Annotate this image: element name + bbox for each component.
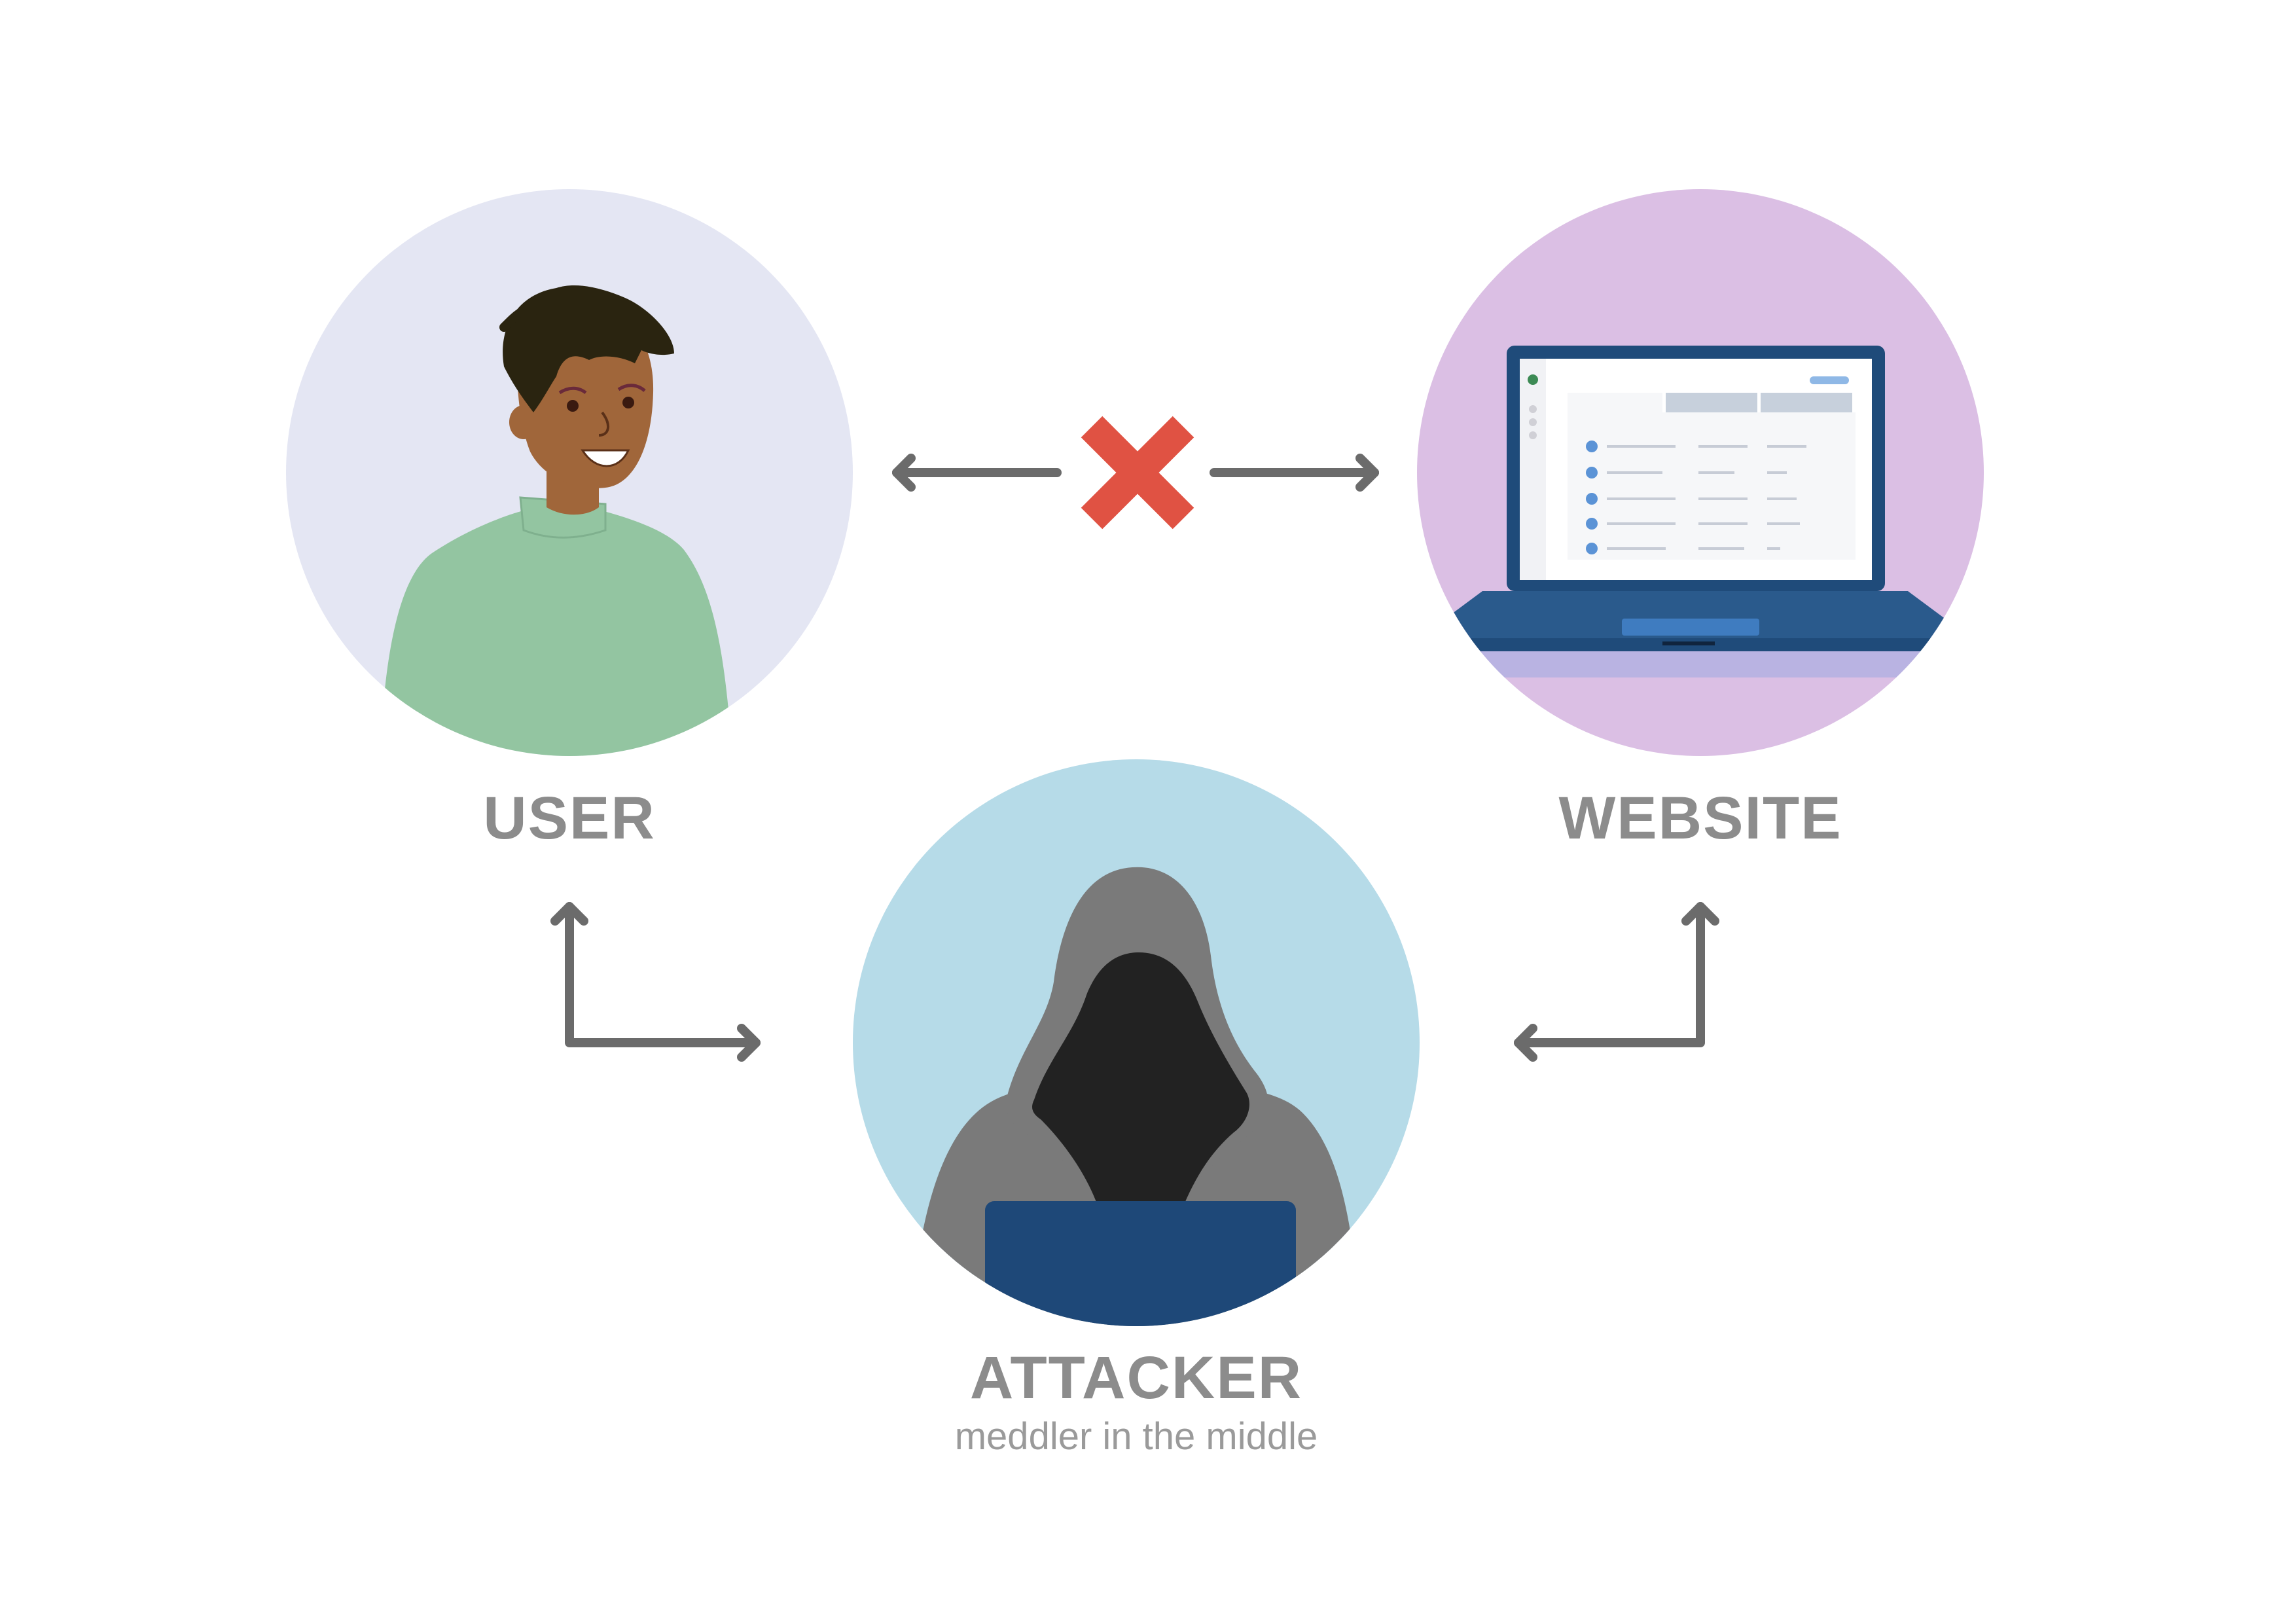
website-node	[1417, 189, 1984, 756]
person-icon	[380, 285, 733, 756]
user-label: USER	[483, 785, 656, 852]
arrow-head-left-attacker	[1514, 1024, 1537, 1062]
arrow-head-up-user	[550, 902, 588, 926]
attacker-node	[853, 759, 1420, 1326]
user-attacker-connection	[550, 902, 761, 1062]
arrow-head-left	[892, 454, 916, 492]
user-node	[286, 189, 853, 756]
website-label: WEBSITE	[1558, 785, 1842, 852]
arrow-head-right	[1355, 454, 1379, 492]
attacker-label: ATTACKER	[969, 1344, 1303, 1411]
attacker-sublabel: meddler in the middle	[954, 1415, 1318, 1458]
arrow-head-right-attacker	[737, 1024, 761, 1062]
attacker-website-connection	[1514, 902, 1719, 1062]
arrow-head-up-website	[1681, 902, 1719, 926]
close-icon	[1081, 416, 1194, 530]
laptop-icon	[1417, 346, 1984, 677]
hacker-icon	[910, 867, 1361, 1326]
direct-connection	[892, 454, 1379, 492]
